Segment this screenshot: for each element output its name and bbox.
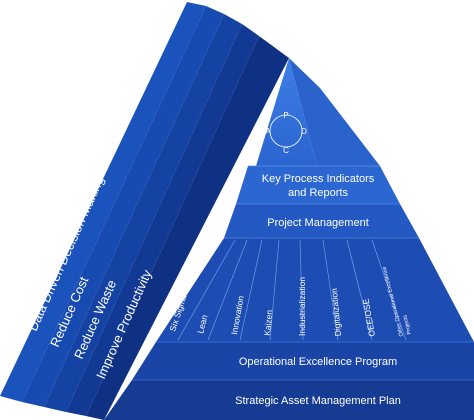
opex-program-label: Operational Excellence Program — [239, 356, 397, 368]
pillar-industrialization: Industrialization — [297, 277, 307, 336]
kpi-label-line1: Key Process Indicators — [262, 173, 375, 185]
pillar-kaizen: Kaizen — [262, 309, 274, 336]
band-pdca-apex — [256, 58, 317, 166]
band-opex-program — [132, 342, 474, 380]
pdca-a: A — [265, 127, 271, 136]
pdca-c: C — [283, 146, 289, 155]
band-kpi — [236, 166, 400, 204]
band-project-management — [224, 204, 419, 238]
pdca-cycle: P D C A — [265, 111, 307, 155]
pillar-other-line2: Projects — [402, 314, 413, 335]
pillar-digitalization: Digitalization — [329, 288, 343, 337]
project-management-label: Project Management — [267, 217, 369, 229]
pdca-circle-icon — [269, 114, 303, 148]
pillar-lean: Lean — [195, 313, 209, 334]
pillar-dividers — [177, 239, 407, 341]
asset-plan-label: Strategic Asset Management Plan — [235, 395, 401, 407]
band-asset-plan — [104, 380, 474, 420]
band-pillars — [156, 238, 474, 342]
pyramid-front-face — [104, 58, 474, 420]
pdca-d: D — [301, 127, 307, 136]
pdca-p: P — [283, 111, 288, 120]
kpi-label-line2: and Reports — [288, 187, 348, 199]
pyramid-side-face — [0, 2, 289, 420]
